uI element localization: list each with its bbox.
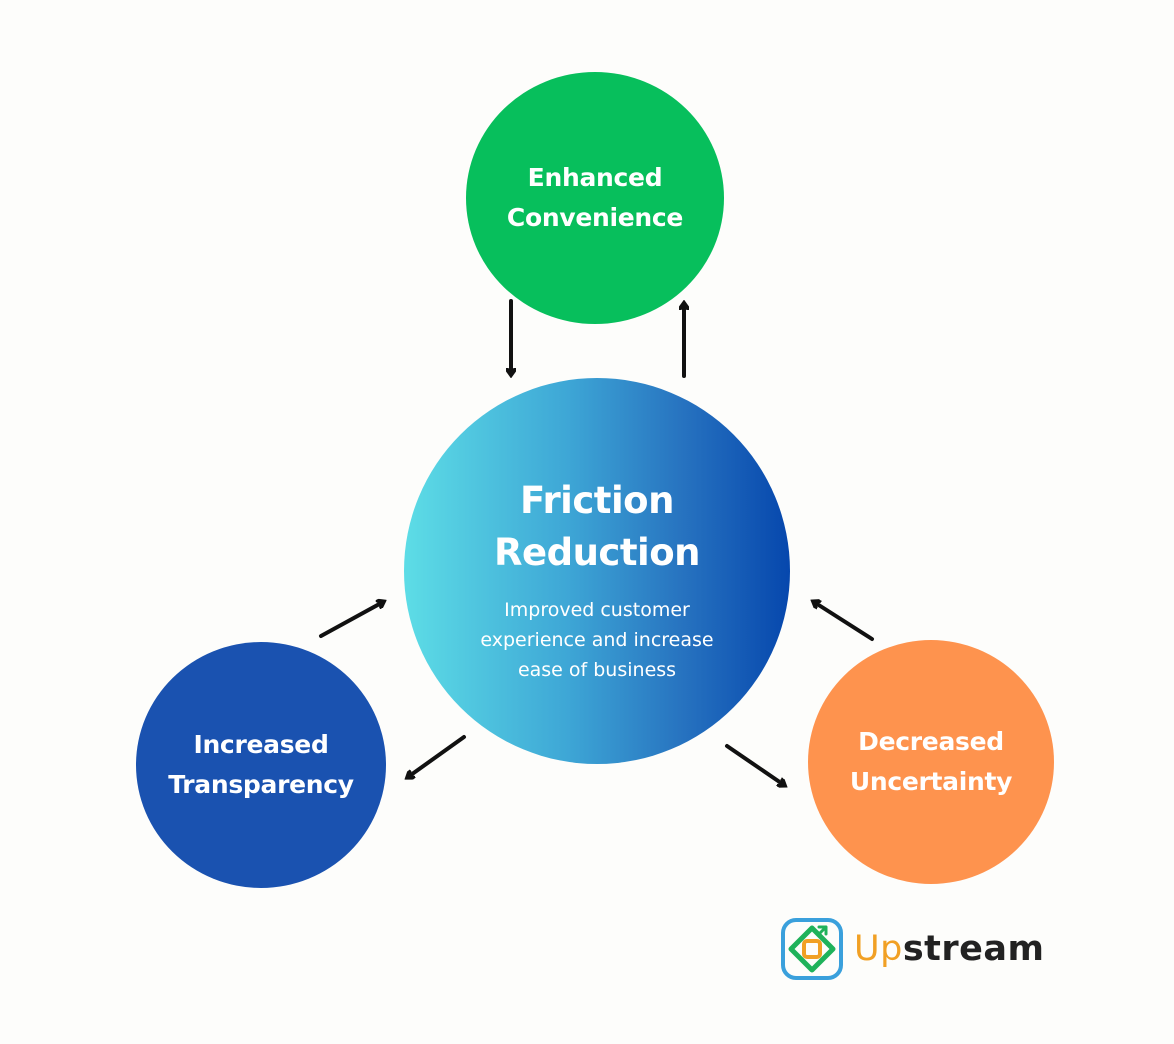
decreased-uncertainty-node: Decreased Uncertainty	[808, 640, 1054, 884]
center-title-line: Friction	[520, 479, 674, 522]
center-subtitle: Improved customer experience and increas…	[480, 599, 714, 681]
enhanced-convenience-node: Enhanced Convenience	[466, 72, 724, 324]
node-label: Increased Transparency	[168, 725, 354, 805]
arrow-center-to-right	[725, 744, 784, 785]
logo-wordmark-up: Up	[854, 929, 903, 969]
node-label-line: Increased	[193, 730, 329, 759]
upstream-logo: Upstream	[780, 917, 1045, 981]
node-label-line: Transparency	[168, 770, 354, 799]
node-label-line: Enhanced	[527, 163, 663, 192]
node-label: Enhanced Convenience	[507, 158, 683, 238]
increased-transparency-node: Increased Transparency	[136, 642, 386, 888]
node-label-line: Decreased	[858, 727, 1004, 756]
arrow-right-to-center	[814, 602, 874, 641]
center-title: Friction Reduction	[494, 475, 700, 579]
logo-wordmark: Upstream	[854, 917, 1045, 981]
center-title-line: Reduction	[494, 531, 700, 574]
friction-reduction-node: Friction Reduction Improved customer exp…	[404, 378, 790, 764]
arrow-center-to-left	[408, 735, 466, 777]
arrow-left-to-center	[319, 602, 383, 638]
upstream-logo-icon	[781, 918, 843, 980]
node-label-line: Convenience	[506, 203, 684, 232]
logo-wordmark-rest: stream	[902, 929, 1045, 969]
node-label: Decreased Uncertainty	[849, 722, 1013, 802]
node-label-line: Uncertainty	[849, 767, 1013, 796]
